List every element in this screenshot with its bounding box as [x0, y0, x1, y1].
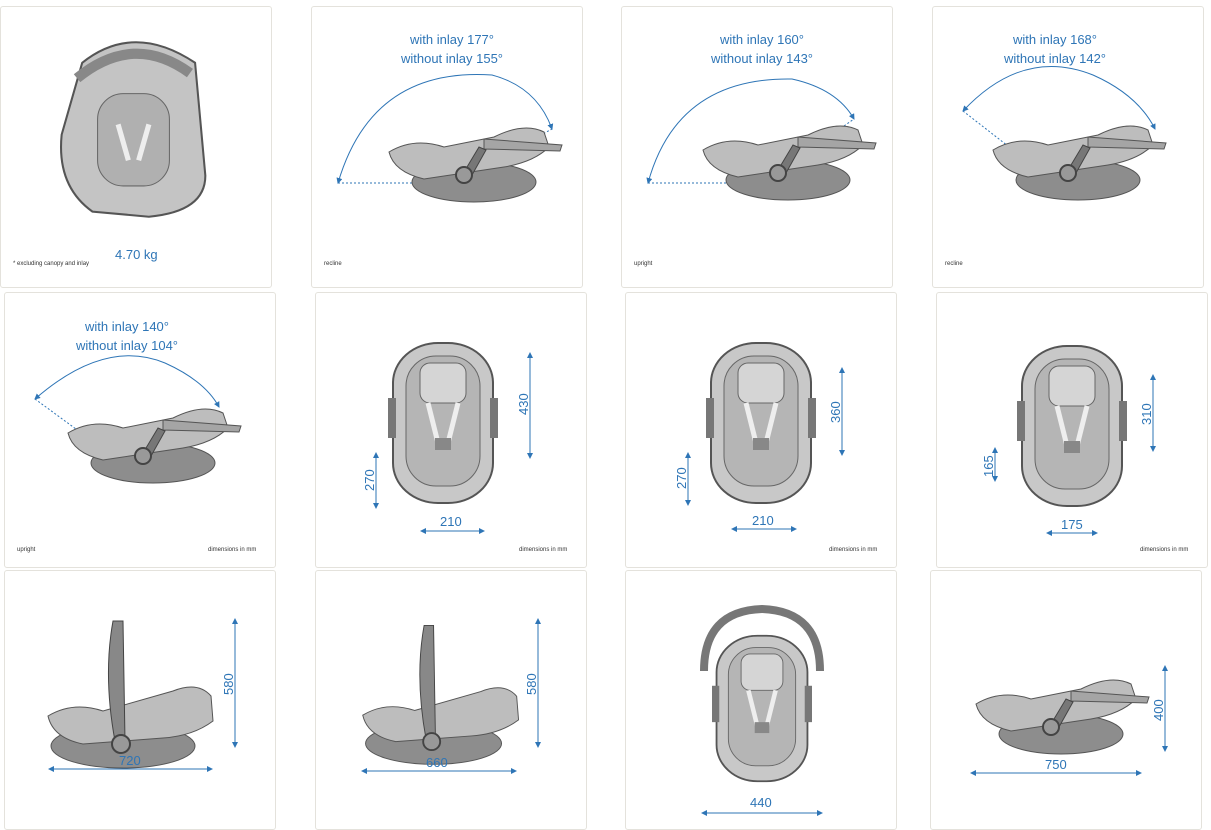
position-caption: recline: [945, 261, 963, 267]
side-dimensions-card: 580 660: [315, 570, 587, 830]
front-dimensions-card: 310 165 175 dimensions in mm: [936, 292, 1208, 568]
front-width-card: 440: [625, 570, 897, 830]
angle-with-inlay: with inlay 177°: [409, 32, 494, 47]
angle-arc: [336, 73, 554, 184]
front-dimensions-card: 360 270 210 dimensions in mm: [625, 292, 897, 568]
units-note: dimensions in mm: [829, 547, 877, 553]
car-seat-image: [388, 343, 498, 503]
angle-with-inlay: with inlay 160°: [719, 32, 804, 47]
angle-without-inlay: without inlay 142°: [1003, 51, 1106, 66]
side-dimensions-card: 400 750: [930, 570, 1202, 830]
car-seat-image: [47, 620, 214, 769]
position-caption: recline: [324, 261, 342, 267]
width-value: 210: [440, 514, 462, 529]
position-caption: upright: [634, 261, 653, 267]
side-value: 270: [362, 469, 377, 491]
car-seat-image: [712, 636, 812, 781]
recline-angle-card: with inlay 168° without inlay 142° recli…: [932, 6, 1204, 288]
units-note: dimensions in mm: [208, 547, 256, 553]
carry-handle: [700, 604, 824, 672]
car-seat-image: [61, 42, 205, 216]
units-note: dimensions in mm: [519, 547, 567, 553]
front-dimensions-card: 430 270 210 dimensions in mm: [315, 292, 587, 568]
length-value: 750: [1045, 757, 1067, 772]
car-seat-image: [361, 624, 520, 766]
car-seat-image: [992, 125, 1167, 201]
width-value: 175: [1061, 517, 1083, 532]
units-note: dimensions in mm: [1140, 547, 1188, 553]
position-caption: upright: [17, 547, 36, 553]
height-value: 430: [516, 393, 531, 415]
length-value: 660: [426, 755, 448, 770]
side-dimensions-card: 580 720: [4, 570, 276, 830]
angle-arc: [34, 355, 220, 408]
recline-angle-card: with inlay 177° without inlay 155° recli…: [311, 6, 583, 288]
angle-arc: [962, 65, 1156, 130]
width-value: 440: [750, 795, 772, 810]
width-value: 210: [752, 513, 774, 528]
height-value: 580: [221, 673, 236, 695]
car-seat-image: [702, 125, 877, 201]
car-seat-image: [388, 127, 563, 203]
side-value: 165: [981, 455, 996, 477]
car-seat-image: [1017, 346, 1127, 506]
product-weight-card: 4.70 kg * excluding canopy and inlay: [0, 6, 272, 288]
height-value: 360: [828, 401, 843, 423]
car-seat-image: [67, 408, 242, 484]
length-value: 720: [119, 753, 141, 768]
angle-without-inlay: without inlay 104°: [75, 338, 178, 353]
angle-with-inlay: with inlay 168°: [1012, 32, 1097, 47]
height-value: 310: [1139, 403, 1154, 425]
car-seat-image: [975, 679, 1150, 755]
angle-without-inlay: without inlay 155°: [400, 51, 503, 66]
weight-value: 4.70 kg: [115, 247, 158, 262]
side-value: 270: [674, 467, 689, 489]
weight-note: * excluding canopy and inlay: [13, 261, 89, 267]
height-value: 580: [524, 673, 539, 695]
upright-angle-card: with inlay 140° without inlay 104° uprig…: [4, 292, 276, 568]
car-seat-image: [706, 343, 816, 503]
height-value: 400: [1151, 699, 1166, 721]
angle-with-inlay: with inlay 140°: [84, 319, 169, 334]
angle-without-inlay: without inlay 143°: [710, 51, 813, 66]
upright-angle-card: with inlay 160° without inlay 143° uprig…: [621, 6, 893, 288]
angle-arc: [646, 78, 855, 184]
